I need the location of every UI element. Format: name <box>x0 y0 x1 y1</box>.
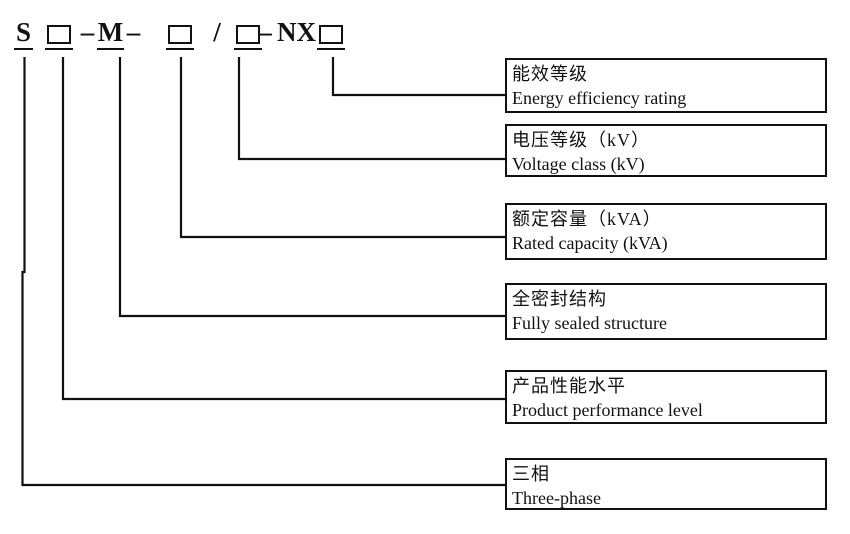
connector-three-phase <box>21 57 505 487</box>
label-box-fully-sealed-structure: 全密封结构 Fully sealed structure <box>505 283 827 340</box>
label-en: Three-phase <box>512 488 601 508</box>
code-placeholder-capacity <box>166 16 194 50</box>
code-placeholder-voltage <box>234 16 262 50</box>
label-box-voltage-class: 电压等级（kV） Voltage class (kV) <box>505 124 827 177</box>
code-placeholder-performance <box>45 16 73 50</box>
placeholder-square <box>47 25 71 44</box>
label-zh: 产品性能水平 <box>512 376 626 396</box>
label-zh: 三相 <box>512 464 550 484</box>
label-zh: 全密封结构 <box>512 289 607 309</box>
label-box-rated-capacity: 额定容量（kVA） Rated capacity (kVA) <box>505 203 827 260</box>
code-separator-slash: / <box>213 17 221 47</box>
label-box-three-phase: 三相 Three-phase <box>505 458 827 510</box>
code-separator-dash: – <box>126 17 141 47</box>
label-en: Fully sealed structure <box>512 313 667 333</box>
placeholder-square <box>236 25 260 44</box>
label-zh: 电压等级（kV） <box>512 130 650 150</box>
placeholder-square <box>319 25 343 44</box>
label-zh: 额定容量（kVA） <box>512 209 662 229</box>
code-letters-nx: NX <box>277 17 316 47</box>
code-placeholder-efficiency <box>317 16 345 50</box>
label-zh: 能效等级 <box>512 64 588 84</box>
label-en: Product performance level <box>512 400 703 420</box>
label-box-energy-efficiency-rating: 能效等级 Energy efficiency rating <box>505 58 827 113</box>
code-separator-dash: – <box>80 17 95 47</box>
label-en: Energy efficiency rating <box>512 88 687 108</box>
model-code: S – M – / – NX <box>0 16 850 50</box>
code-letter-s: S <box>14 16 33 50</box>
label-en: Voltage class (kV) <box>512 154 645 174</box>
connector-product-performance-level <box>61 57 505 401</box>
connector-energy-efficiency-rating <box>331 57 505 97</box>
connector-fully-sealed-structure <box>118 57 505 318</box>
code-letter-m: M <box>97 16 124 50</box>
label-en: Rated capacity (kVA) <box>512 233 668 253</box>
code-separator-dash: – <box>258 17 272 47</box>
connector-voltage-class <box>237 57 505 161</box>
placeholder-square <box>168 25 192 44</box>
label-box-product-performance-level: 产品性能水平 Product performance level <box>505 370 827 424</box>
connector-rated-capacity <box>179 57 505 239</box>
